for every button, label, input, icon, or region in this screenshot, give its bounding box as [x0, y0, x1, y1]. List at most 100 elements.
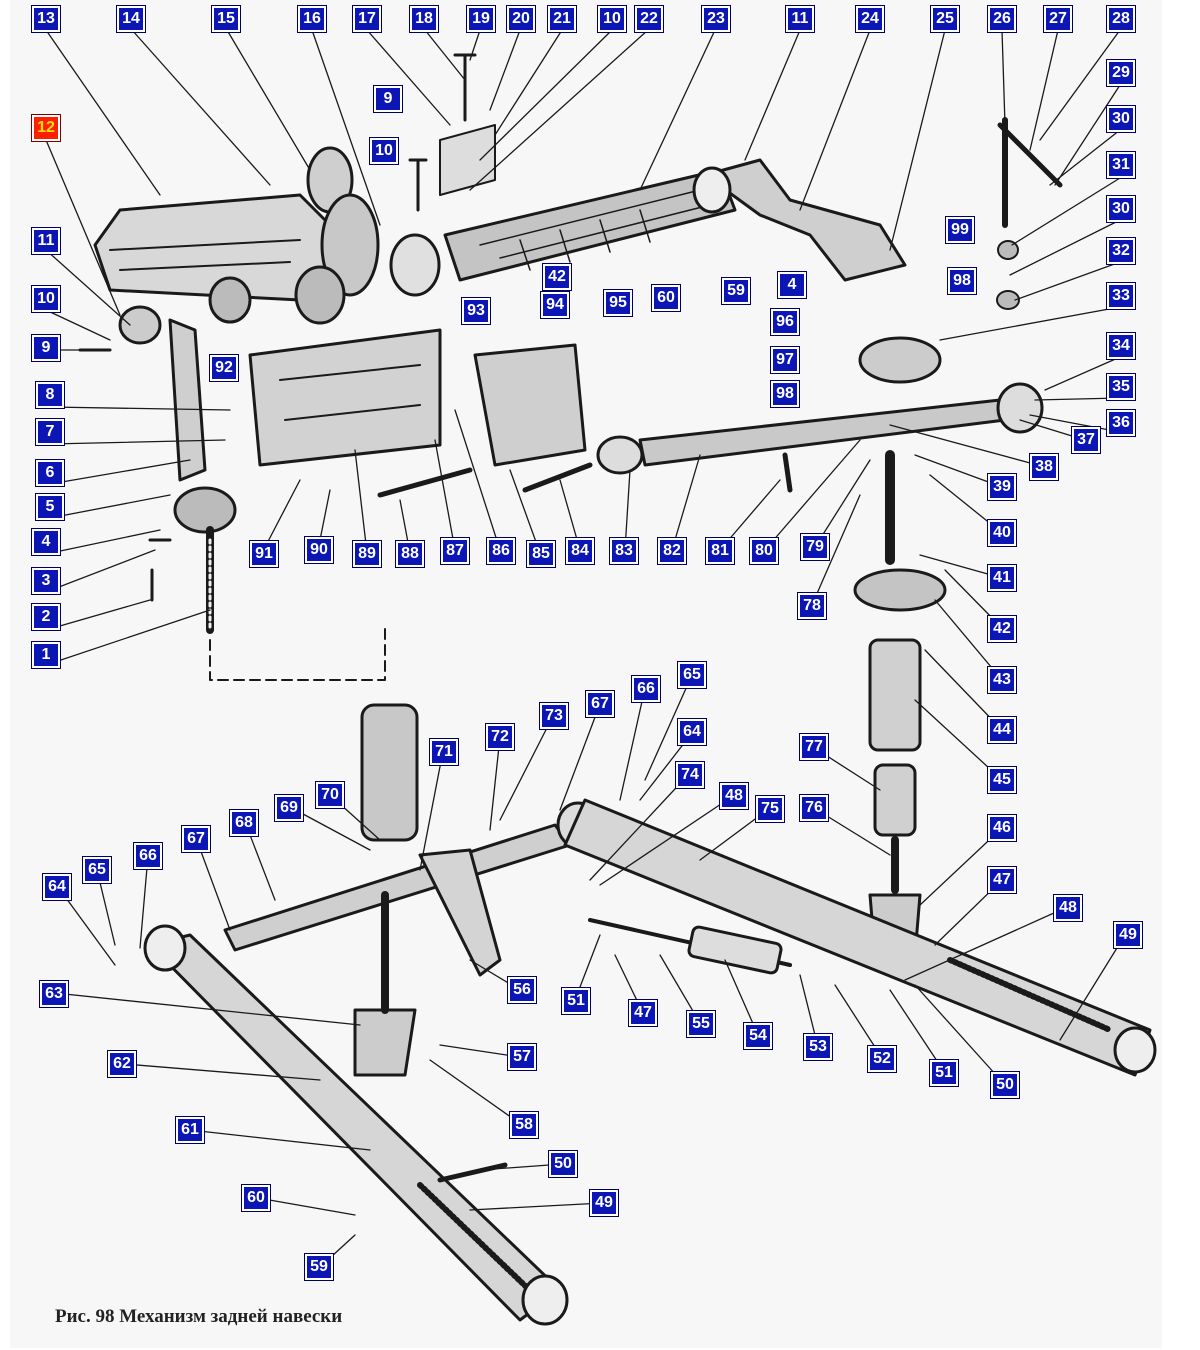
callout-49-badge[interactable]: 49: [1113, 921, 1143, 949]
callout-93-badge[interactable]: 93: [461, 297, 491, 325]
callout-24-badge[interactable]: 24: [855, 5, 885, 33]
callout-97-badge[interactable]: 97: [770, 346, 800, 374]
callout-27-badge[interactable]: 27: [1043, 5, 1073, 33]
callout-6-badge[interactable]: 6: [35, 459, 65, 487]
callout-9-badge[interactable]: 9: [31, 334, 61, 362]
callout-48-badge[interactable]: 48: [1053, 894, 1083, 922]
callout-26-badge[interactable]: 26: [987, 5, 1017, 33]
callout-63-badge[interactable]: 63: [39, 980, 69, 1008]
callout-52-badge[interactable]: 52: [867, 1045, 897, 1073]
callout-59-badge[interactable]: 59: [304, 1253, 334, 1281]
callout-71-badge[interactable]: 71: [429, 738, 459, 766]
callout-21-badge[interactable]: 21: [547, 5, 577, 33]
callout-13-badge[interactable]: 13: [31, 5, 61, 33]
callout-67-badge[interactable]: 67: [181, 825, 211, 853]
callout-66-badge[interactable]: 66: [133, 842, 163, 870]
callout-4-badge[interactable]: 4: [31, 528, 61, 556]
callout-42-badge[interactable]: 42: [987, 615, 1017, 643]
callout-86-badge[interactable]: 86: [486, 537, 516, 565]
callout-10-badge[interactable]: 10: [31, 285, 61, 313]
callout-29-badge[interactable]: 29: [1106, 59, 1136, 87]
callout-87-badge[interactable]: 87: [440, 537, 470, 565]
callout-51-badge[interactable]: 51: [929, 1059, 959, 1087]
callout-57-badge[interactable]: 57: [507, 1043, 537, 1071]
callout-48-badge[interactable]: 48: [719, 782, 749, 810]
callout-50-badge[interactable]: 50: [548, 1150, 578, 1178]
callout-68-badge[interactable]: 68: [229, 809, 259, 837]
callout-36-badge[interactable]: 36: [1106, 409, 1136, 437]
callout-14-badge[interactable]: 14: [116, 5, 146, 33]
callout-19-badge[interactable]: 19: [466, 5, 496, 33]
callout-10-badge[interactable]: 10: [369, 137, 399, 165]
callout-18-badge[interactable]: 18: [409, 5, 439, 33]
callout-82-badge[interactable]: 82: [657, 537, 687, 565]
callout-69-badge[interactable]: 69: [274, 794, 304, 822]
callout-55-badge[interactable]: 55: [686, 1010, 716, 1038]
callout-54-badge[interactable]: 54: [743, 1022, 773, 1050]
callout-99-badge[interactable]: 99: [945, 216, 975, 244]
callout-20-badge[interactable]: 20: [506, 5, 536, 33]
callout-43-badge[interactable]: 43: [987, 666, 1017, 694]
callout-50-badge[interactable]: 50: [990, 1071, 1020, 1099]
callout-47-badge[interactable]: 47: [987, 866, 1017, 894]
callout-81-badge[interactable]: 81: [705, 537, 735, 565]
callout-61-badge[interactable]: 61: [175, 1116, 205, 1144]
callout-45-badge[interactable]: 45: [987, 766, 1017, 794]
callout-11-badge[interactable]: 11: [31, 227, 61, 255]
callout-44-badge[interactable]: 44: [987, 716, 1017, 744]
callout-30-badge[interactable]: 30: [1106, 105, 1136, 133]
callout-42-badge[interactable]: 42: [542, 263, 572, 291]
callout-41-badge[interactable]: 41: [987, 564, 1017, 592]
callout-65-badge[interactable]: 65: [82, 856, 112, 884]
callout-77-badge[interactable]: 77: [799, 733, 829, 761]
callout-12-badge[interactable]: 12: [31, 114, 61, 142]
callout-80-badge[interactable]: 80: [749, 537, 779, 565]
callout-49-badge[interactable]: 49: [589, 1189, 619, 1217]
callout-95-badge[interactable]: 95: [603, 289, 633, 317]
callout-17-badge[interactable]: 17: [352, 5, 382, 33]
callout-84-badge[interactable]: 84: [565, 537, 595, 565]
callout-5-badge[interactable]: 5: [35, 493, 65, 521]
callout-75-badge[interactable]: 75: [755, 795, 785, 823]
callout-34-badge[interactable]: 34: [1106, 332, 1136, 360]
callout-7-badge[interactable]: 7: [35, 418, 65, 446]
callout-4-badge[interactable]: 4: [777, 271, 807, 299]
callout-58-badge[interactable]: 58: [509, 1111, 539, 1139]
callout-90-badge[interactable]: 90: [304, 536, 334, 564]
callout-72-badge[interactable]: 72: [485, 723, 515, 751]
callout-8-badge[interactable]: 8: [35, 381, 65, 409]
callout-9-badge[interactable]: 9: [373, 85, 403, 113]
callout-92-badge[interactable]: 92: [209, 354, 239, 382]
callout-89-badge[interactable]: 89: [352, 540, 382, 568]
callout-23-badge[interactable]: 23: [701, 5, 731, 33]
callout-70-badge[interactable]: 70: [315, 781, 345, 809]
callout-39-badge[interactable]: 39: [987, 473, 1017, 501]
callout-66-badge[interactable]: 66: [631, 675, 661, 703]
callout-73-badge[interactable]: 73: [539, 702, 569, 730]
callout-59-badge[interactable]: 59: [721, 277, 751, 305]
callout-85-badge[interactable]: 85: [526, 540, 556, 568]
callout-2-badge[interactable]: 2: [31, 603, 61, 631]
callout-31-badge[interactable]: 31: [1106, 151, 1136, 179]
callout-3-badge[interactable]: 3: [31, 567, 61, 595]
callout-46-badge[interactable]: 46: [987, 814, 1017, 842]
callout-83-badge[interactable]: 83: [609, 537, 639, 565]
callout-16-badge[interactable]: 16: [297, 5, 327, 33]
callout-62-badge[interactable]: 62: [107, 1050, 137, 1078]
callout-10-badge[interactable]: 10: [597, 5, 627, 33]
callout-60-badge[interactable]: 60: [241, 1184, 271, 1212]
callout-98-badge[interactable]: 98: [770, 380, 800, 408]
callout-15-badge[interactable]: 15: [211, 5, 241, 33]
callout-56-badge[interactable]: 56: [507, 976, 537, 1004]
callout-28-badge[interactable]: 28: [1106, 5, 1136, 33]
callout-96-badge[interactable]: 96: [770, 308, 800, 336]
callout-91-badge[interactable]: 91: [249, 540, 279, 568]
callout-1-badge[interactable]: 1: [31, 641, 61, 669]
callout-35-badge[interactable]: 35: [1106, 373, 1136, 401]
callout-22-badge[interactable]: 22: [634, 5, 664, 33]
callout-37-badge[interactable]: 37: [1071, 426, 1101, 454]
callout-94-badge[interactable]: 94: [540, 291, 570, 319]
callout-88-badge[interactable]: 88: [395, 540, 425, 568]
callout-30-badge[interactable]: 30: [1106, 195, 1136, 223]
callout-64-badge[interactable]: 64: [677, 718, 707, 746]
